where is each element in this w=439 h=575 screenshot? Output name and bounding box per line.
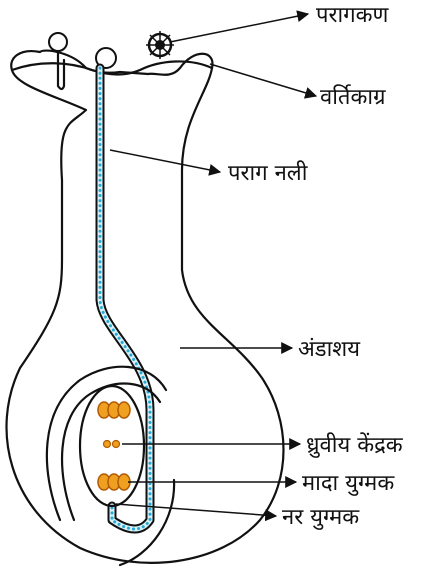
leader-pollen-grain [170,14,308,42]
leader-stigma [210,64,316,96]
label-ovary: अंडाशय [298,337,361,362]
leader-male-gametes [116,504,276,516]
pollen-grain-icon [146,31,174,59]
label-pollen-grain: परागकण [316,3,389,28]
egg-apparatus [98,474,130,490]
label-male-gametes: नर युग्मक [282,505,360,530]
leader-pollen-tube [110,150,220,172]
label-polar-nuclei: ध्रुवीय केंद्रक [306,432,404,458]
pollen-grain-left [49,33,67,89]
pistil-outline [6,51,283,563]
label-egg: मादा युग्मक [302,471,395,496]
label-stigma: वर्तिकाग्र [320,84,386,110]
label-pollen-tube: पराग नली [228,160,308,186]
antipodal-cells [98,402,130,418]
polar-nuclei [104,441,120,448]
